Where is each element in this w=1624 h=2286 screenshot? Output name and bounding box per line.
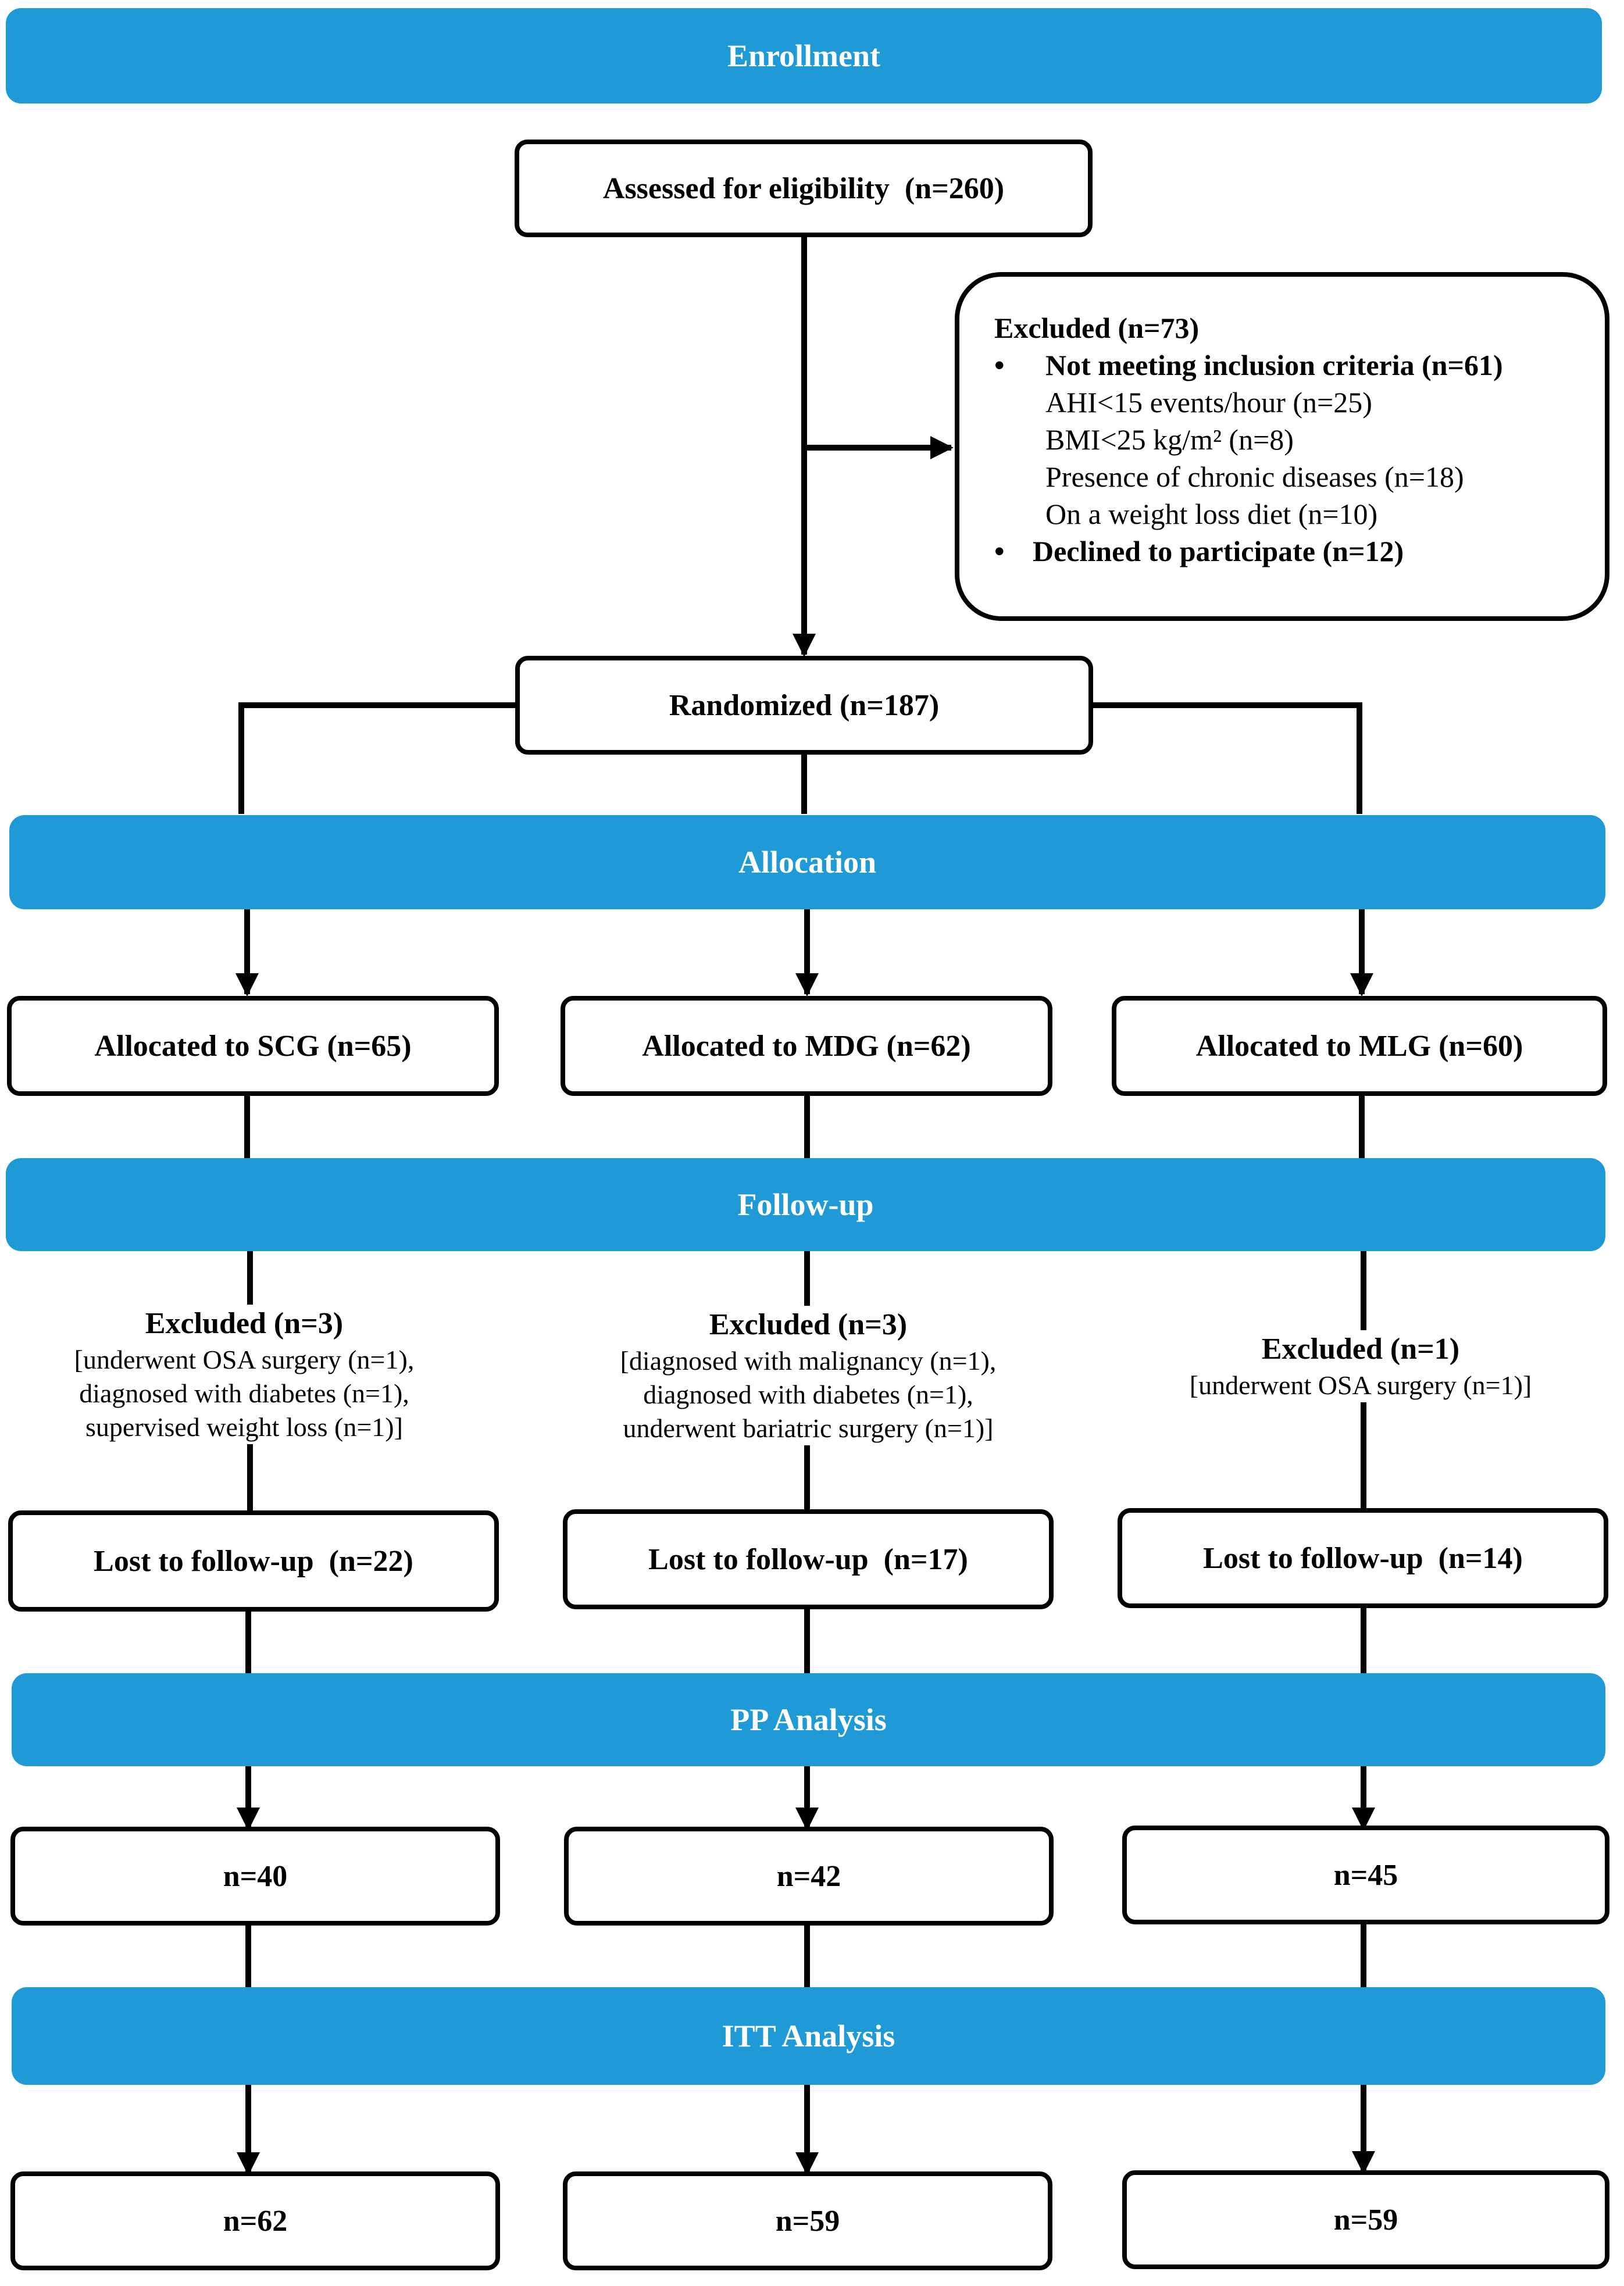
connector-split-left [238, 702, 517, 814]
arm-mdg-excluded-line: underwent bariatric surgery (n=1)] [623, 1413, 994, 1443]
lost-scg-box: Lost to follow-up (n=22) [8, 1510, 499, 1612]
lost-mlg-box: Lost to follow-up (n=14) [1118, 1508, 1608, 1608]
itt-scg-box: n=62 [10, 2171, 500, 2270]
assessed-box: Assessed for eligibility (n=260) [515, 140, 1093, 237]
reason-chronic: Presence of chronic diseases (n=18) [1045, 460, 1464, 493]
declined: • Declined to participate (n=12) [994, 533, 1605, 570]
itt-analysis-banner: ITT Analysis [12, 1987, 1605, 2085]
arm-mdg-excluded-line: [diagnosed with malignancy (n=1), [620, 1346, 997, 1376]
itt-mdg-box: n=59 [563, 2171, 1052, 2270]
arm-mlg-excluded-title: Excluded (n=1) [1261, 1333, 1460, 1366]
arm-mdg-excluded: Excluded (n=3) [diagnosed with malignanc… [581, 1306, 1035, 1445]
declined-label: Declined to participate (n=12) [1033, 535, 1404, 567]
arm-mlg-excluded: Excluded (n=1) [underwent OSA surgery (n… [1157, 1330, 1564, 1402]
reason-ahi: AHI<15 events/hour (n=25) [1045, 386, 1372, 419]
arm-mdg-excluded-title: Excluded (n=3) [709, 1308, 908, 1341]
bullet-icon: • [994, 535, 1005, 567]
pp-mdg-box: n=42 [564, 1827, 1054, 1926]
arm-mdg-excluded-line: diagnosed with diabetes (n=1), [643, 1380, 973, 1409]
allocated-scg-box: Allocated to SCG (n=65) [7, 996, 499, 1096]
excluded-box: Excluded (n=73) • Not meeting inclusion … [955, 272, 1609, 621]
excluded-title: Excluded (n=73) [994, 312, 1200, 344]
not-meeting-criteria-label: Not meeting inclusion criteria (n=61) [1045, 349, 1503, 381]
connector-split-right [1091, 702, 1362, 814]
enrollment-banner: Enrollment [6, 8, 1602, 103]
pp-mlg-box: n=45 [1122, 1826, 1609, 1924]
arm-mlg-excluded-line: [underwent OSA surgery (n=1)] [1189, 1370, 1532, 1400]
allocated-mdg-box: Allocated to MDG (n=62) [561, 996, 1052, 1096]
pp-analysis-banner: PP Analysis [12, 1673, 1605, 1766]
allocated-mlg-box: Allocated to MLG (n=60) [1112, 996, 1607, 1096]
reason-diet: On a weight loss diet (n=10) [1045, 498, 1378, 530]
arm-scg-excluded: Excluded (n=3) [underwent OSA surgery (n… [41, 1305, 448, 1444]
lost-mdg-box: Lost to follow-up (n=17) [563, 1509, 1054, 1609]
arm-scg-excluded-line: [underwent OSA surgery (n=1), [74, 1345, 415, 1374]
not-meeting-criteria: • Not meeting inclusion criteria (n=61) [994, 347, 1605, 384]
arm-scg-excluded-line: supervised weight loss (n=1)] [85, 1412, 403, 1442]
follow-up-banner: Follow-up [6, 1158, 1605, 1251]
randomized-box: Randomized (n=187) [515, 656, 1093, 755]
itt-mlg-box: n=59 [1122, 2170, 1609, 2269]
arm-scg-excluded-line: diagnosed with diabetes (n=1), [79, 1378, 409, 1408]
pp-scg-box: n=40 [10, 1827, 500, 1926]
allocation-banner: Allocation [9, 815, 1605, 909]
arm-scg-excluded-title: Excluded (n=3) [145, 1307, 344, 1340]
reason-bmi: BMI<25 kg/m² (n=8) [1045, 423, 1294, 456]
bullet-icon: • [994, 349, 1005, 381]
